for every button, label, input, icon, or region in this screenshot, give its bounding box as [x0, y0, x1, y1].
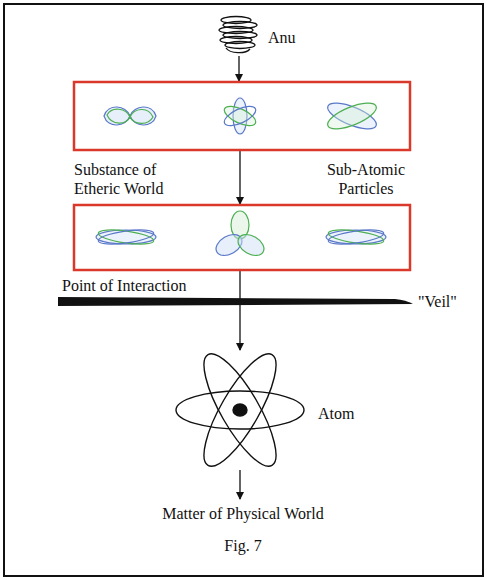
particle-figure	[325, 98, 380, 134]
particle-box	[74, 205, 410, 270]
figure-label: Anu	[268, 28, 296, 47]
particle-figure	[96, 227, 156, 247]
figure-label: Point of Interaction	[62, 276, 186, 295]
particle-box	[74, 82, 410, 150]
figure-label: Substance of Etheric World	[74, 160, 186, 198]
particle-figure	[222, 98, 259, 134]
figure-caption: Fig. 7	[224, 536, 261, 555]
particle-figure	[326, 227, 386, 247]
anu-coil	[219, 17, 257, 53]
particle-figure	[212, 211, 267, 260]
figure-label: Atom	[318, 404, 354, 423]
figure-label: Matter of Physical World	[162, 504, 324, 523]
atom-symbol	[176, 345, 304, 475]
frame	[4, 4, 483, 576]
figure-label: Sub-Atomic Particles	[316, 160, 416, 198]
figure-label: "Veil"	[418, 292, 457, 311]
veil-bar	[58, 297, 413, 306]
particle-figure	[104, 107, 156, 125]
